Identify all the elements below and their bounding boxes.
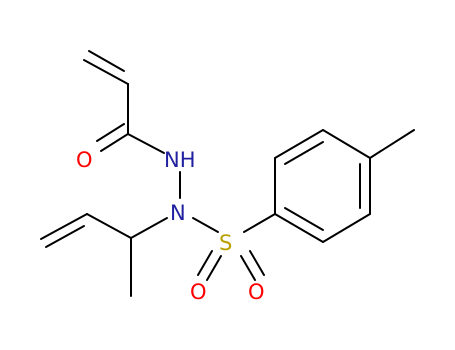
- bond-vinyl-terminal-double-b: [88, 50, 125, 72]
- bond-vinyl-terminal-double-a: [83, 59, 129, 85]
- atom-s: S: [219, 231, 232, 255]
- bond-n-to-s: [192, 217, 219, 233]
- atom-o-carbonyl: O: [76, 148, 93, 172]
- bond-ring-6: [274, 213, 324, 243]
- atom-o-sulfonyl-2: O: [248, 280, 265, 304]
- bond-s-to-aryl: [243, 213, 276, 233]
- bond-carbonyl-double-b: [96, 123, 125, 142]
- bond-chiral-c-to-vinyl: [86, 213, 132, 239]
- bond-s-o-2-a: [240, 255, 256, 281]
- bond-s-o-1-a: [206, 255, 222, 281]
- bond-carbonyl-to-nh: [127, 133, 165, 154]
- bond-n-to-chiral-c: [130, 217, 168, 239]
- bond-ring-3: [322, 129, 371, 159]
- bond-carbonyl-double-a: [100, 133, 129, 152]
- bond-butenyl-double-a: [40, 213, 88, 240]
- atom-o-sulfonyl-1: O: [190, 280, 207, 304]
- bond-ring-5: [322, 213, 371, 243]
- atom-n-sulfonyl: N: [170, 201, 186, 225]
- bond-ring-2: [274, 129, 324, 159]
- bond-s-o-1-b: [197, 250, 213, 276]
- atom-nh: NH: [164, 148, 196, 172]
- bond-ring-inner-3: [284, 207, 324, 231]
- bond-butenyl-double-b: [45, 225, 85, 248]
- bond-s-o-2-b: [249, 250, 265, 276]
- bond-ring-inner-1: [284, 141, 324, 165]
- bond-ring-to-methyl: [369, 129, 415, 159]
